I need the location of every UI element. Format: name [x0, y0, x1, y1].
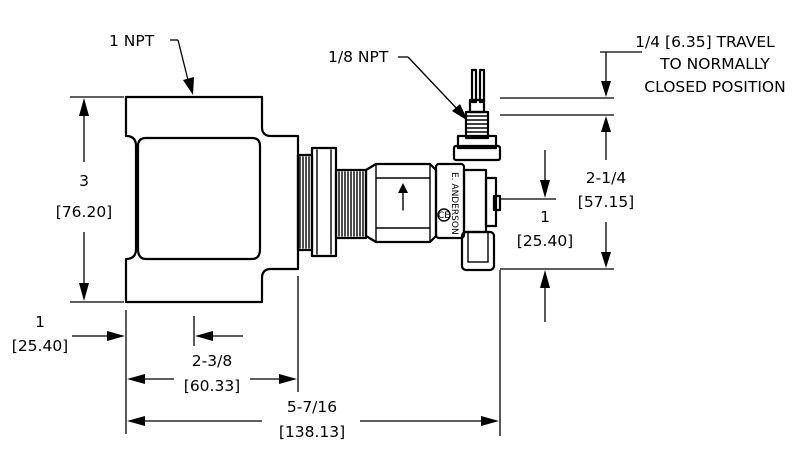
svg-text:[57.15]: [57.15] [578, 193, 634, 211]
dim-switch-height: 2-1/4 [57.15] [500, 169, 634, 270]
svg-text:[25.40]: [25.40] [517, 232, 573, 250]
svg-text:CLOSED POSITION: CLOSED POSITION [644, 78, 785, 96]
travel-note: 1/4 [6.35] TRAVEL TO NORMALLY CLOSED POS… [500, 33, 786, 160]
switch-housing: CE E. ANDERSON [434, 162, 502, 272]
svg-text:1/8 NPT: 1/8 NPT [328, 48, 389, 66]
svg-text:[60.33]: [60.33] [184, 377, 240, 395]
svg-text:1 NPT: 1 NPT [109, 32, 155, 50]
brand-text: E. ANDERSON [449, 172, 459, 235]
dim-total-length: 5-7/16 [138.13] [127, 270, 501, 441]
thread-section [296, 146, 368, 258]
svg-text:1: 1 [540, 208, 550, 226]
callout-1-8-npt: 1/8 NPT [328, 48, 468, 121]
ce-mark-icon: CE [437, 208, 451, 222]
svg-text:[76.20]: [76.20] [56, 203, 112, 221]
svg-text:2-1/4: 2-1/4 [586, 169, 626, 187]
svg-text:1: 1 [35, 313, 45, 331]
dim-switch-offset: 1 [25.40] [500, 150, 573, 322]
flow-arrow-icon [398, 183, 408, 211]
svg-text:5-7/16: 5-7/16 [287, 398, 337, 416]
svg-text:TO NORMALLY: TO NORMALLY [659, 55, 770, 73]
npt-fitting-top [452, 68, 502, 162]
valve-body-inner [136, 136, 262, 261]
dim-height: 3 [76.20] [56, 96, 124, 303]
dim-left-offset: 1 [25.40] [12, 310, 243, 434]
hex-fitting [364, 162, 438, 244]
svg-text:[138.13]: [138.13] [279, 423, 345, 441]
svg-text:1/4 [6.35] TRAVEL: 1/4 [6.35] TRAVEL [635, 33, 775, 51]
svg-text:CE: CE [438, 211, 450, 221]
svg-text:3: 3 [79, 172, 89, 190]
svg-text:2-3/8: 2-3/8 [192, 352, 232, 370]
svg-text:[25.40]: [25.40] [12, 337, 68, 355]
callout-1-npt: 1 NPT [109, 32, 194, 95]
lead-wires [470, 68, 486, 104]
dim-body-length: 2-3/8 [60.33] [127, 276, 299, 395]
valve-body [124, 95, 300, 304]
